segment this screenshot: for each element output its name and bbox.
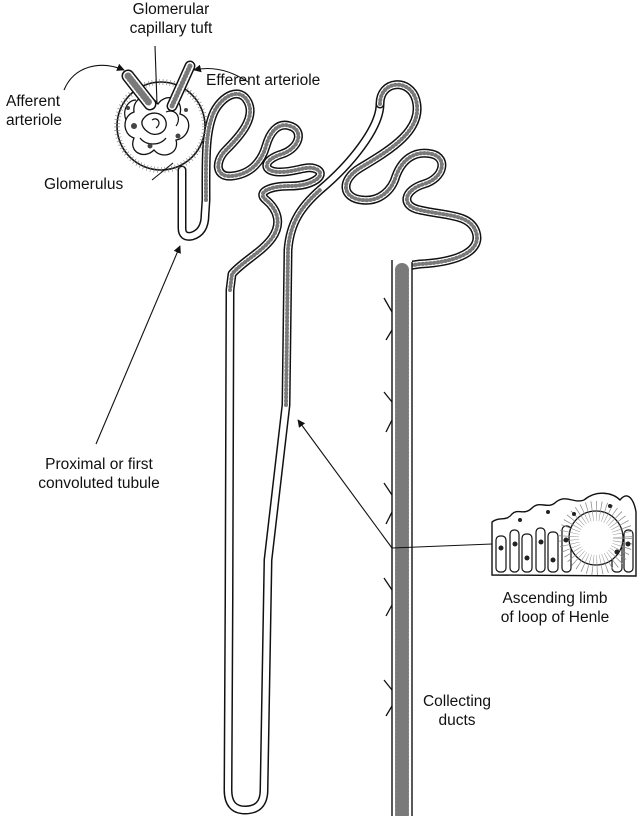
collecting-ducts-label: Collecting ducts [412, 692, 502, 730]
collecting-duct [384, 258, 412, 816]
afferent-label-line2: arteriole [6, 111, 62, 130]
ascending-limb-cells [492, 493, 636, 576]
collecting-label-line2: ducts [412, 711, 502, 730]
afferent-arteriole-label: Afferent arteriole [6, 92, 62, 130]
ascending-label-line2: of loop of Henle [480, 608, 630, 627]
proximal-label-line1: Proximal or first [24, 455, 174, 474]
ascending-limb-label: Ascending limb of loop of Henle [480, 589, 630, 627]
nephron-tubule [182, 94, 380, 810]
capillary-tuft-label-line2: capillary tuft [116, 19, 226, 38]
capillary-tuft-label: Glomerular capillary tuft [116, 0, 226, 38]
glomerulus-label: Glomerulus [44, 175, 123, 194]
distal-tubule [346, 85, 477, 266]
leader-afferent [64, 65, 124, 90]
ascending-label-line1: Ascending limb [480, 589, 630, 608]
leader-ascending-limb [298, 420, 392, 548]
capillary-tuft-label-line1: Glomerular [116, 0, 226, 19]
proximal-tubule-label: Proximal or first convoluted tubule [24, 455, 174, 493]
glomerulus-capsule [117, 82, 205, 170]
afferent-label-line1: Afferent [6, 92, 62, 111]
leader-proximal [96, 246, 180, 444]
proximal-label-line2: convoluted tubule [24, 474, 174, 493]
efferent-arteriole-label: Efferent arteriole [206, 71, 320, 90]
collecting-label-line1: Collecting [412, 692, 502, 711]
